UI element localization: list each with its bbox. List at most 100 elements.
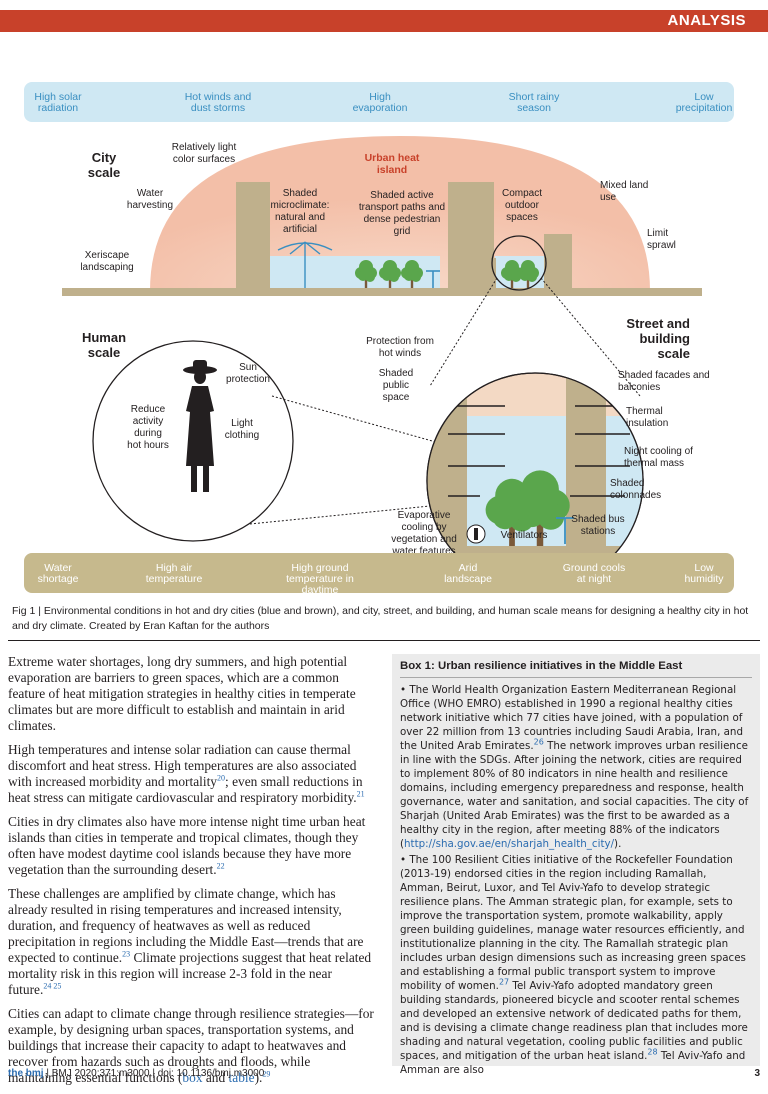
tree-icon	[510, 470, 570, 546]
box-item-1: • The World Health Organization Eastern …	[400, 683, 752, 851]
zoom-line-left	[429, 277, 498, 387]
zoom-circle-city	[491, 235, 547, 291]
tree-icon	[401, 260, 423, 288]
top-conditions-bar	[24, 82, 734, 122]
p3-text: Cities in dry climates also have more in…	[8, 814, 366, 877]
journal-logo: the bmj	[8, 1068, 44, 1079]
page-number: 3	[754, 1068, 760, 1079]
body-text-column: Extreme water shortages, long dry summer…	[8, 654, 376, 1094]
box-1: Box 1: Urban resilience initiatives in t…	[392, 654, 760, 1076]
human-zoom-line-top	[271, 395, 451, 447]
tree-icon	[355, 260, 377, 288]
ref-22[interactable]: 22	[216, 861, 225, 871]
paragraph-1: Extreme water shortages, long dry summer…	[8, 654, 356, 733]
paragraph-4: These challenges are amplified by climat…	[8, 886, 376, 998]
box-item-2-text-b: Tel Aviv-Yafo adopted mandatory green bu…	[400, 980, 748, 1062]
ref-26[interactable]: 26	[533, 737, 544, 747]
box-link[interactable]: box	[182, 1070, 203, 1085]
box-title: Box 1: Urban resilience initiatives in t…	[400, 660, 752, 678]
ref-24-25[interactable]: 24 25	[43, 981, 62, 991]
zoom-line-right	[540, 277, 641, 397]
ref-20[interactable]: 20	[217, 773, 225, 783]
p2-text-b: ; even small reductions in heat stress c…	[8, 774, 363, 805]
p5-and: and	[202, 1070, 229, 1085]
bus-stop-icon	[426, 270, 440, 288]
paragraph-5: Cities can adapt to climate change throu…	[8, 1006, 376, 1086]
box-item-1-text-c: ).	[614, 838, 622, 850]
tree-icon	[517, 260, 539, 288]
ref-21[interactable]: 21	[356, 789, 365, 799]
box-item-2-text-a: • The 100 Resilient Cities initiative of…	[400, 854, 746, 992]
ref-27[interactable]: 27	[498, 977, 510, 987]
small-person-icon	[466, 524, 486, 544]
ref-23[interactable]: 23	[122, 949, 131, 959]
bottom-conditions-bar	[24, 553, 734, 593]
p4-text-a: These challenges are amplified by climat…	[8, 886, 364, 965]
street-bus-stop-icon	[556, 517, 574, 544]
city-trees	[355, 260, 539, 288]
paragraph-2: High temperatures and intense solar radi…	[8, 742, 376, 806]
table-link[interactable]: table	[228, 1070, 255, 1085]
p5-text-a: Cities can adapt to climate change throu…	[8, 1006, 374, 1085]
box-item-2-text-c: Tel Aviv-Yafo and Amman are also	[400, 1050, 746, 1076]
figure-caption: Fig 1 | Environmental conditions in hot …	[12, 605, 749, 632]
ref-29[interactable]: 29	[262, 1069, 271, 1079]
citation: | BMJ 2020;371:m3000 | doi: 10.1136/bmj.…	[43, 1068, 265, 1079]
section-label: ANALYSIS	[667, 12, 746, 29]
caption-rule	[8, 640, 760, 641]
section-header-bar: ANALYSIS	[0, 10, 768, 32]
street-trees	[485, 470, 570, 546]
city-buildings	[236, 182, 572, 294]
woman-silhouette-icon	[183, 360, 217, 492]
sharjah-link[interactable]: http://sha.gov.ae/en/sharjah_health_city…	[404, 838, 615, 850]
urban-heat-island-dome	[150, 136, 650, 291]
tree-icon	[379, 260, 401, 288]
p5-text-b: ).	[254, 1070, 263, 1085]
p4-text-b: Climate projections suggest that heat re…	[8, 950, 372, 997]
paragraph-3: Cities in dry climates also have more in…	[8, 814, 376, 878]
box-item-2: • The 100 Resilient Cities initiative of…	[400, 853, 752, 1077]
ref-28[interactable]: 28	[647, 1047, 658, 1057]
box-item-1-text-b: The network improves urban resilience in…	[400, 740, 749, 850]
page-footer: the bmj | BMJ 2020;371:m3000 | doi: 10.1…	[8, 1068, 760, 1079]
ground-line	[62, 288, 702, 296]
umbrella-icon	[277, 241, 333, 288]
